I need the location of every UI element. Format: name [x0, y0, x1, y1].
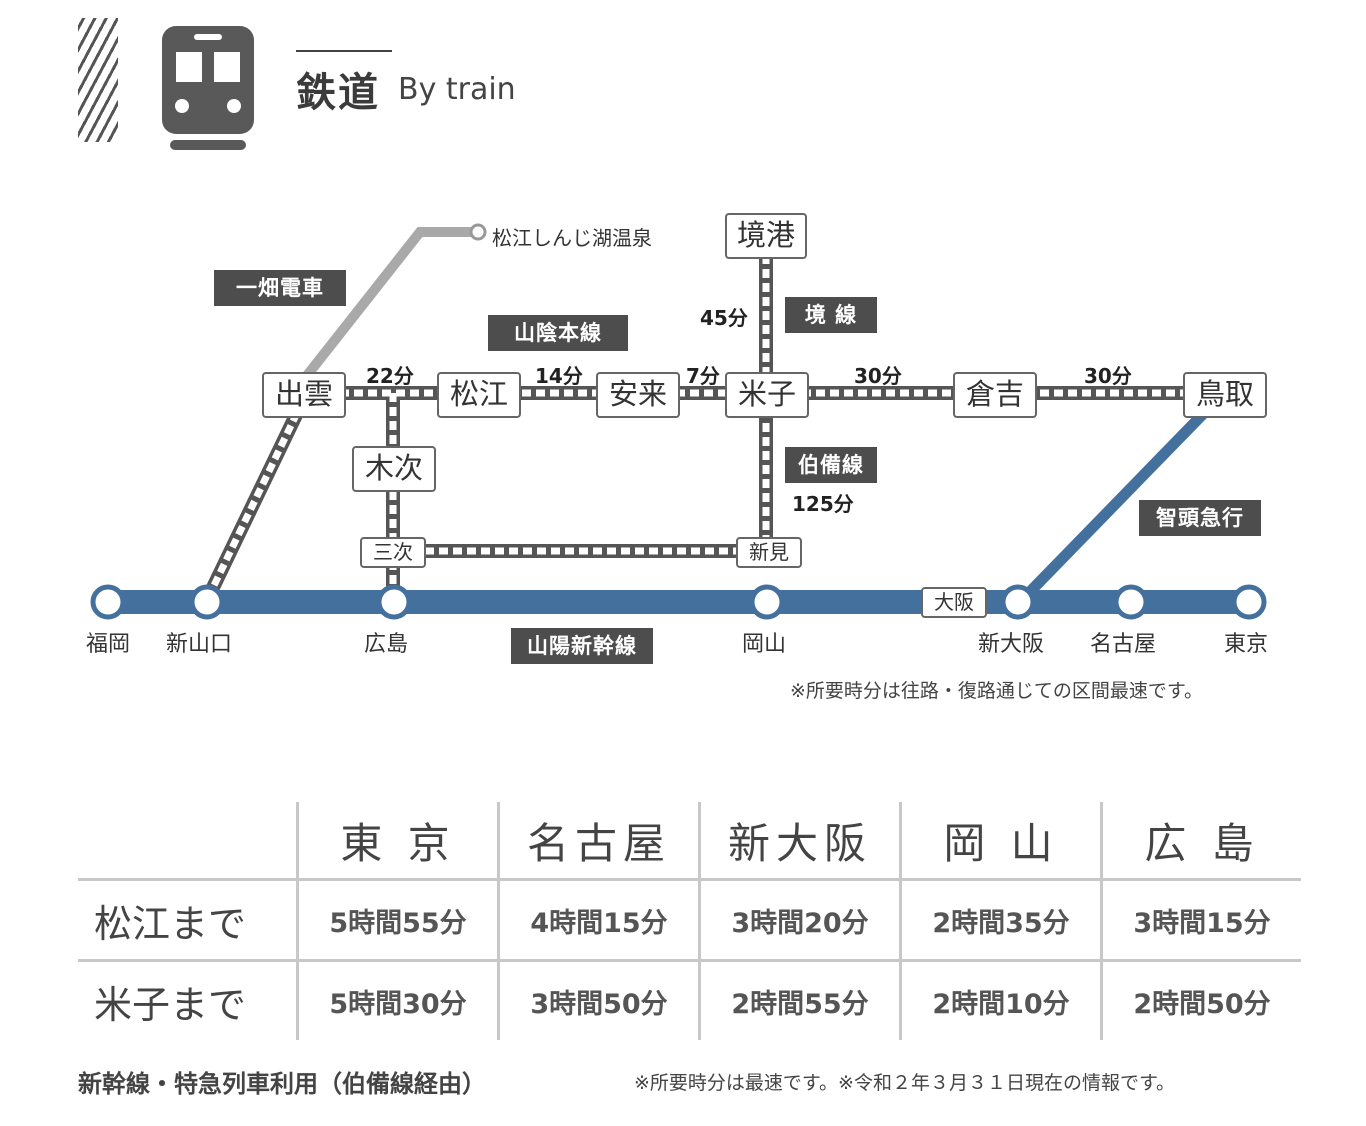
- jr-lines: [200, 255, 1190, 604]
- route-map: [90, 223, 1267, 620]
- title-jp: 鉄道: [296, 70, 380, 116]
- station-kisuki: 木次: [352, 446, 436, 492]
- ichibata-line: [301, 227, 472, 382]
- station-osaka: 大阪: [921, 587, 987, 618]
- page-heading: 鉄道 By train: [296, 50, 516, 118]
- row-header: 米子まで: [78, 959, 299, 1040]
- stop-shinosaka: [1000, 584, 1036, 620]
- station-kurayoshi: 倉吉: [953, 372, 1037, 418]
- time-izumo-matsue: 22分: [366, 364, 414, 388]
- table-cell: 3時間20分: [698, 878, 902, 962]
- tag-sanin: 山陰本線: [488, 315, 628, 351]
- table-cell: 3時間50分: [497, 959, 701, 1040]
- station-yasugi: 安来: [596, 372, 680, 418]
- decorative-hatch: [78, 18, 118, 142]
- stop-okayama: [749, 584, 785, 620]
- label-tokyo: 東京: [1224, 632, 1269, 657]
- label-fukuoka: 福岡: [86, 632, 131, 657]
- table-cell: 2時間50分: [1100, 959, 1301, 1040]
- table-cell: 4時間15分: [497, 878, 701, 962]
- time-matsue-yasugi: 14分: [535, 364, 583, 388]
- stop-shinyamaguchi: [189, 584, 225, 620]
- table-header-row: 東 京 名古屋 新大阪 岡 山 広 島: [78, 802, 1301, 881]
- travel-time-table: 東 京 名古屋 新大阪 岡 山 広 島 松江まで 5時間55分 4時間15分 3…: [78, 802, 1301, 1040]
- label-hiroshima: 広島: [364, 632, 409, 657]
- col-header: 岡 山: [899, 802, 1103, 881]
- time-sakai: 45分: [700, 306, 748, 330]
- footer-info-note: ※所要時分は最速です。※令和２年３月３１日現在の情報です。: [634, 1072, 1176, 1094]
- station-miyoshi: 三次: [360, 537, 426, 568]
- station-sakaiminato: 境港: [725, 213, 807, 259]
- col-header: 新大阪: [698, 802, 902, 881]
- onsen-label: 松江しんじ湖温泉: [492, 226, 652, 250]
- col-header: 東 京: [296, 802, 500, 881]
- table-cell: 3時間15分: [1100, 878, 1301, 962]
- table-row: 米子まで 5時間30分 3時間50分 2時間55分 2時間10分 2時間50分: [78, 959, 1301, 1040]
- stop-fukuoka: [90, 584, 126, 620]
- time-yonago-kurayoshi: 30分: [854, 364, 902, 388]
- tag-ichibata: 一畑電車: [214, 270, 346, 306]
- label-nagoya: 名古屋: [1090, 632, 1157, 657]
- tag-sanyo: 山陽新幹線: [511, 628, 653, 664]
- chizu-line: [1016, 408, 1209, 606]
- onsen-marker: [469, 223, 487, 241]
- title-en: By train: [398, 71, 516, 107]
- tag-chizu: 智頭急行: [1139, 500, 1261, 536]
- stop-nagoya: [1113, 584, 1149, 620]
- table-corner: [78, 802, 299, 881]
- tag-hakubi: 伯備線: [785, 447, 877, 483]
- table-cell: 5時間55分: [296, 878, 500, 962]
- footer-route-note: 新幹線・特急列車利用（伯備線経由）: [78, 1070, 486, 1098]
- stop-tokyo: [1231, 584, 1267, 620]
- table-cell: 2時間55分: [698, 959, 902, 1040]
- map-note: ※所要時分は往路・復路通じての区間最速です。: [790, 680, 1204, 702]
- stop-hiroshima: [376, 584, 412, 620]
- station-tottori: 鳥取: [1183, 372, 1267, 418]
- station-niimi: 新見: [736, 537, 802, 568]
- col-header: 名古屋: [497, 802, 701, 881]
- station-matsue: 松江: [437, 372, 521, 418]
- row-header: 松江まで: [78, 878, 299, 962]
- station-yonago: 米子: [725, 372, 809, 418]
- col-header: 広 島: [1100, 802, 1301, 881]
- train-icon: [162, 26, 254, 150]
- table-cell: 2時間35分: [899, 878, 1103, 962]
- shinkansen-stops: [90, 584, 1267, 620]
- table-row: 松江まで 5時間55分 4時間15分 3時間20分 2時間35分 3時間15分: [78, 878, 1301, 962]
- label-shinyamaguchi: 新山口: [166, 632, 233, 657]
- station-izumo: 出雲: [262, 372, 346, 418]
- time-yasugi-yonago: 7分: [686, 364, 720, 388]
- time-hakubi: 125分: [792, 492, 854, 516]
- label-okayama: 岡山: [742, 632, 787, 657]
- time-kurayoshi-tottori: 30分: [1084, 364, 1132, 388]
- table-cell: 5時間30分: [296, 959, 500, 1040]
- table-cell: 2時間10分: [899, 959, 1103, 1040]
- label-shinosaka: 新大阪: [978, 632, 1045, 657]
- tag-sakai: 境 線: [785, 297, 877, 333]
